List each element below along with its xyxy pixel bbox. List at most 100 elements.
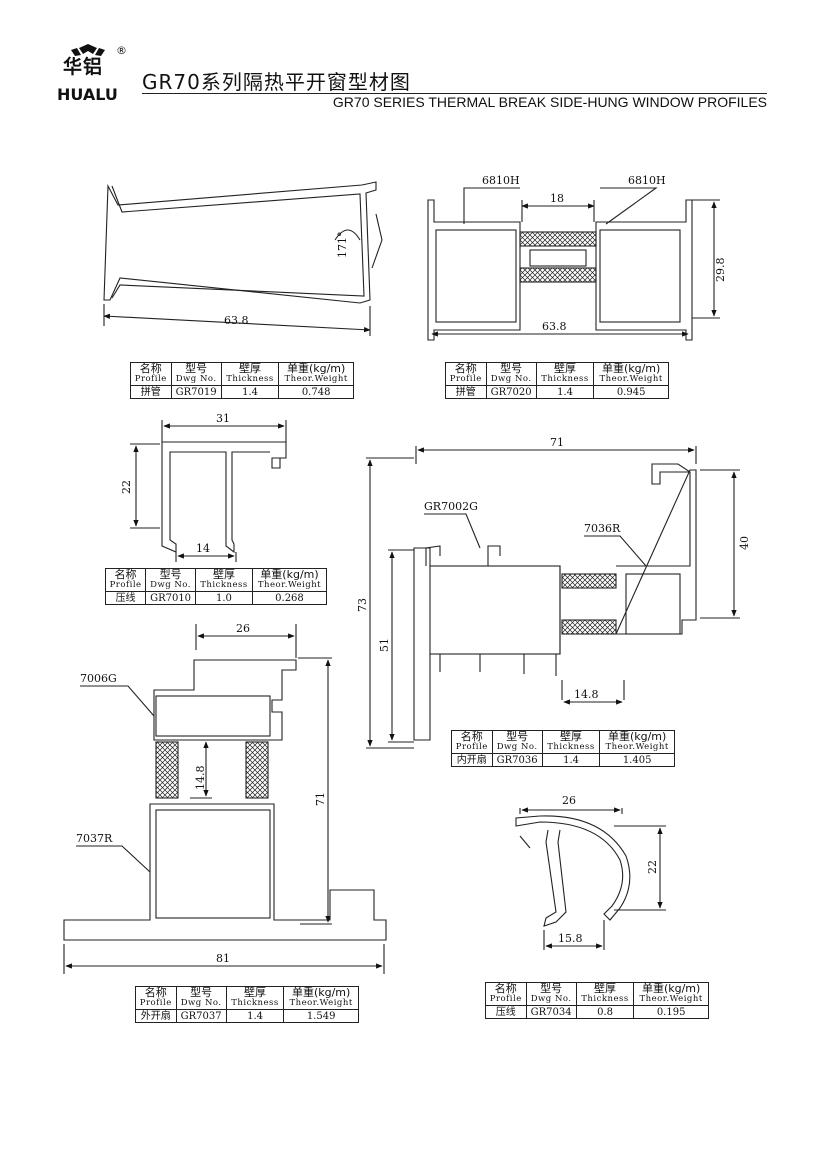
profile-gr7019-drawing (103, 181, 383, 336)
dim-gr7037-top: 26 (236, 622, 250, 635)
cell-profile: 外开扇 (135, 1009, 177, 1023)
dim-gr7037-width: 81 (216, 952, 230, 965)
cell-profile: 拼管 (445, 385, 487, 399)
header-weight: 单重(kg/m)Theor.Weight (633, 982, 709, 1006)
brand-name-en: HUALU (57, 85, 118, 104)
table-row: 压线 GR7034 0.8 0.195 (485, 1005, 709, 1019)
header-weight: 单重(kg/m)Theor.Weight (593, 362, 669, 386)
label-gr7020-strip-right: 6810H (628, 174, 666, 187)
dim-gr7034-height: 22 (646, 860, 659, 874)
dim-gr7010-width: 31 (216, 412, 230, 425)
dim-gr7034-base: 15.8 (558, 932, 583, 945)
cell-dwg: GR7037 (175, 1009, 227, 1023)
profile-gr7010-drawing (130, 420, 287, 562)
dim-gr7037-height: 71 (314, 792, 327, 806)
title-rule (142, 93, 767, 94)
label-gr7036-strip: 7036R (584, 522, 621, 535)
dim-gr7020-width: 63.8 (542, 320, 567, 333)
cell-profile: 内开扇 (451, 753, 493, 767)
logo-mark-icon (71, 44, 105, 56)
cell-dwg: GR7010 (145, 591, 196, 605)
table-row: 拼管 GR7019 1.4 0.748 (130, 385, 354, 399)
cell-profile: 压线 (485, 1005, 527, 1019)
dim-gr7010-height: 22 (120, 480, 133, 494)
table-row: 内开扇 GR7036 1.4 1.405 (451, 753, 675, 767)
dim-gr7036-width: 71 (550, 436, 564, 449)
dim-gr7036-total: 73 (356, 598, 369, 612)
label-gr7036-frame: GR7002G (424, 500, 478, 513)
profile-gr7020-drawing (427, 187, 720, 341)
dim-gr7036-mid: 51 (378, 638, 391, 652)
cell-weight: 1.405 (599, 753, 675, 767)
table-row: 压线 GR7010 1.0 0.268 (104, 591, 328, 605)
cell-dwg: GR7034 (525, 1005, 577, 1019)
profile-gr7034-drawing (515, 807, 666, 950)
cell-thickness: 0.8 (575, 1005, 635, 1019)
dim-gr7037-strip: 14.8 (194, 766, 207, 791)
brand-name-cn: 华铝 (63, 56, 104, 78)
cell-profile: 压线 (104, 591, 147, 605)
cell-thickness: 1.4 (541, 753, 601, 767)
cell-profile: 拼管 (130, 385, 172, 399)
cell-thickness: 1.0 (195, 591, 253, 605)
cell-thickness: 1.4 (225, 1009, 285, 1023)
profile-gr7037-drawing (63, 624, 387, 974)
registered-mark: ® (116, 44, 127, 57)
cell-weight: 0.195 (633, 1005, 709, 1019)
header-weight: 单重(kg/m)Theor.Weight (283, 986, 359, 1010)
dim-gr7010-inner: 14 (196, 542, 210, 555)
label-gr7037-top: 7006G (80, 672, 117, 685)
dim-gr7020-gap: 18 (550, 192, 564, 205)
profile-gr7036-drawing (366, 446, 740, 749)
table-row: 拼管 GR7020 1.4 0.945 (445, 385, 669, 399)
cell-dwg: GR7019 (170, 385, 222, 399)
cell-weight: 0.945 (593, 385, 669, 399)
dim-gr7019-width: 63.8 (224, 314, 249, 327)
cell-weight: 1.549 (283, 1009, 359, 1023)
cell-thickness: 1.4 (220, 385, 280, 399)
header-weight: 单重(kg/m)Theor.Weight (278, 362, 354, 386)
dim-gr7020-height: 29.8 (714, 258, 727, 283)
table-row: 外开扇 GR7037 1.4 1.549 (135, 1009, 359, 1023)
page-title-en: GR70 SERIES THERMAL BREAK SIDE-HUNG WIND… (332, 94, 767, 110)
header-weight: 单重(kg/m)Theor.Weight (599, 730, 675, 754)
cell-weight: 0.268 (251, 591, 328, 605)
dim-gr7034-width: 26 (562, 794, 576, 807)
cell-dwg: GR7036 (491, 753, 543, 767)
dim-gr7036-strip: 14.8 (574, 688, 599, 701)
dim-gr7036-height: 40 (738, 536, 751, 550)
hualu-logo (57, 44, 119, 102)
cell-thickness: 1.4 (535, 385, 595, 399)
dim-gr7019-angle: 171° (336, 232, 349, 259)
page-title-cn: GR70系列隔热平开窗型材图 (142, 70, 411, 94)
label-gr7020-strip-left: 6810H (482, 174, 520, 187)
cell-weight: 0.748 (278, 385, 354, 399)
label-gr7037-bottom: 7037R (76, 832, 113, 845)
